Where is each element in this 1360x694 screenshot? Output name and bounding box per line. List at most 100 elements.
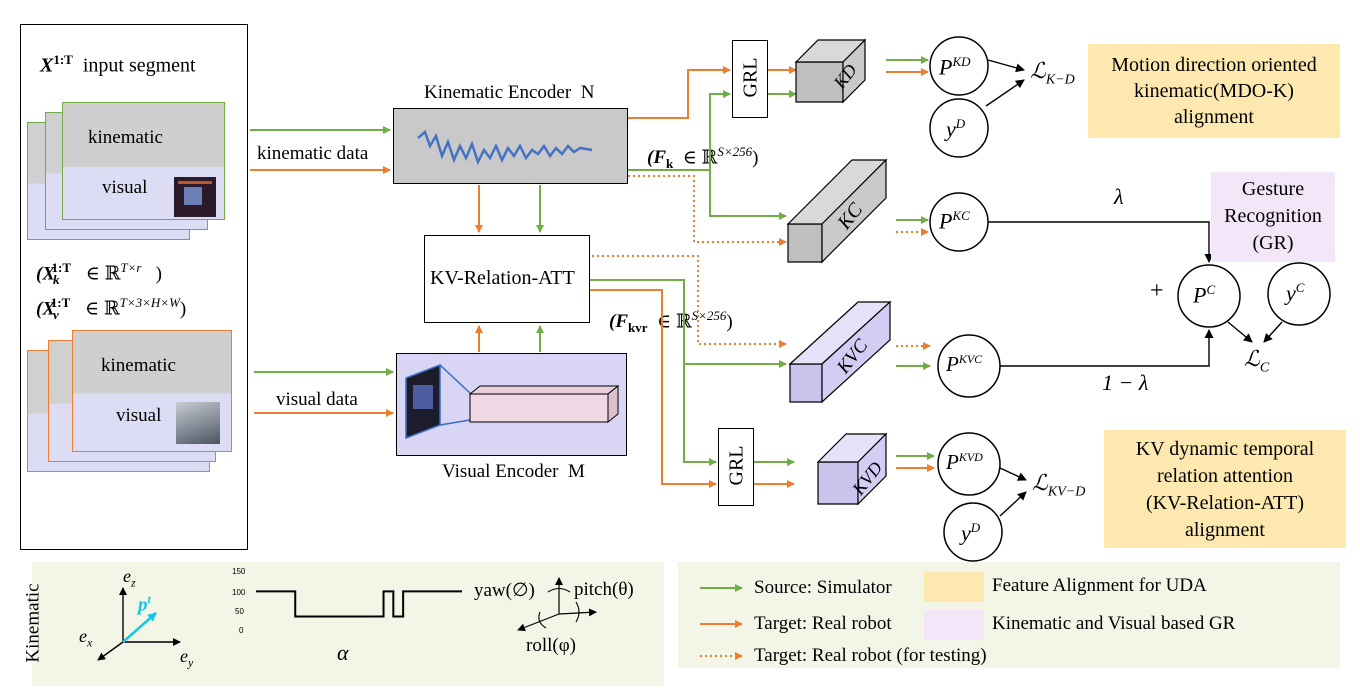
label-pt: pt bbox=[138, 592, 151, 616]
legend-feature-alignment: Feature Alignment for UDA bbox=[992, 575, 1207, 596]
kd-block bbox=[794, 38, 867, 104]
arrow-p-kvc-to-p-c bbox=[1000, 329, 1214, 367]
tick-label-150: 150 bbox=[232, 567, 246, 576]
alpha-plot bbox=[256, 590, 462, 618]
alpha-signal-line bbox=[256, 590, 462, 618]
grl-bottom bbox=[718, 428, 754, 506]
label-ez: ez bbox=[123, 566, 136, 590]
arrow-p-c-to-loss bbox=[1227, 321, 1253, 343]
kinematic-waveform bbox=[417, 129, 593, 166]
yaw-rotation-arc bbox=[547, 587, 571, 593]
node-y-d-top-label: yD bbox=[946, 116, 966, 142]
node-p-kd-label: PKD bbox=[939, 54, 971, 80]
green-path-to-grl-bottom bbox=[683, 364, 717, 466]
node-y-c-label: yC bbox=[1286, 280, 1305, 306]
kinematic-encoder-title: Kinematic Encoder N bbox=[424, 82, 595, 103]
legend-target-testing: Target: Real robot (for testing) bbox=[754, 645, 987, 666]
arrow-y-d-bottom-to-loss bbox=[999, 491, 1027, 517]
label-yaw: yaw(∅) bbox=[474, 580, 535, 601]
node-p-kvd bbox=[937, 432, 1001, 496]
input-segment-panel bbox=[20, 24, 248, 550]
loss-kv-d: ℒKV−D bbox=[1032, 470, 1086, 500]
legend-pink-swatch bbox=[924, 610, 984, 640]
label-ey: ey bbox=[180, 646, 194, 670]
kinematic-data-label: kinematic data bbox=[257, 143, 369, 164]
node-y-d-bottom bbox=[943, 502, 1003, 562]
mdo-k-panel bbox=[1088, 44, 1340, 138]
legend-panel bbox=[678, 562, 1340, 668]
kvd-block bbox=[816, 432, 888, 506]
xv-formula: (Xv1:T ∈ ℝT×3×H×W) bbox=[36, 295, 187, 323]
orange-dotted-path-to-kvc bbox=[592, 255, 787, 348]
plus-sign: + bbox=[1150, 278, 1164, 304]
visual-encoder-interior bbox=[405, 363, 620, 440]
mdo-k-line1: Motion direction oriented bbox=[1111, 54, 1317, 76]
arrow-p-kd-to-loss bbox=[987, 59, 1025, 73]
node-p-c bbox=[1177, 264, 1241, 328]
fkvr-formula: (Fkvr ∈ ℝS×256) bbox=[609, 308, 733, 336]
green-card-visual-label: visual bbox=[102, 177, 148, 198]
vector-pt bbox=[122, 612, 157, 643]
visual-encoder-title: Visual Encoder M bbox=[442, 461, 585, 482]
tick-label-0: 0 bbox=[239, 626, 244, 635]
one-minus-lambda-label: 1 − λ bbox=[1102, 370, 1149, 395]
pitch-rotation-arc bbox=[575, 601, 580, 623]
fk-formula: (Fk ∈ ℝS×256) bbox=[647, 144, 759, 172]
mdo-k-line2: kinematic(MDO-K) bbox=[1134, 80, 1294, 102]
arrow-y-d-to-loss bbox=[985, 79, 1025, 107]
real-robot-thumbnail bbox=[176, 402, 220, 444]
green-path-to-kc bbox=[709, 170, 787, 220]
tick-label-100: 100 bbox=[232, 588, 246, 597]
kc-block bbox=[786, 158, 888, 264]
node-p-kvc-label: PKVC bbox=[946, 352, 983, 376]
kv-line4: alignment bbox=[1185, 519, 1265, 541]
label-alpha: α bbox=[337, 640, 349, 665]
node-y-c bbox=[1267, 262, 1331, 326]
lambda-label: λ bbox=[1114, 184, 1124, 209]
visual-data-label: visual data bbox=[276, 389, 358, 410]
label-pitch: pitch(θ) bbox=[574, 579, 634, 600]
rot-axis-diagonal bbox=[517, 613, 560, 632]
xk-formula: (Xk1:T ∈ ℝT×r ) bbox=[36, 260, 162, 288]
legend-source: Source: Simulator bbox=[754, 577, 892, 598]
tick-label-50: 50 bbox=[235, 607, 244, 616]
orange-card-kinematic-label: kinematic bbox=[101, 355, 176, 376]
orange-card-visual-label: visual bbox=[116, 405, 162, 426]
kv-relation-panel bbox=[1104, 430, 1346, 548]
green-card-kinematic-label: kinematic bbox=[88, 127, 163, 148]
green-path-to-kvc bbox=[590, 279, 787, 368]
axis-ex bbox=[97, 641, 124, 661]
loss-c: ℒC bbox=[1244, 346, 1270, 376]
arrow-y-c-to-loss bbox=[1263, 321, 1283, 343]
roll-rotation-arc bbox=[538, 611, 547, 629]
mdo-k-line3: alignment bbox=[1174, 106, 1254, 128]
kvc-block bbox=[788, 300, 892, 404]
green-path-to-grl-top bbox=[628, 90, 731, 171]
node-p-kc-label: PKC bbox=[939, 208, 970, 234]
legend-yellow-swatch bbox=[924, 572, 984, 602]
gr-panel bbox=[1211, 172, 1335, 262]
kv-line1: KV dynamic temporal bbox=[1135, 438, 1315, 460]
node-y-d-top bbox=[929, 98, 989, 158]
kv-line3: (KV-Relation-ATT) bbox=[1145, 492, 1305, 514]
orange-path-to-grl-top bbox=[628, 66, 731, 119]
node-p-kd bbox=[929, 36, 989, 96]
arrow-p-kvd-to-loss bbox=[999, 467, 1027, 481]
kv-relation-att-label: KV-Relation-ATT bbox=[430, 267, 575, 289]
label-ex: ex bbox=[79, 626, 93, 650]
loss-k-d: ℒK−D bbox=[1030, 58, 1075, 88]
simulator-thumbnail bbox=[174, 177, 216, 217]
rot-axis-horizontal bbox=[558, 608, 597, 617]
kv-line2: relation attention bbox=[1156, 465, 1294, 487]
gr-line1: Gesture bbox=[1241, 178, 1305, 200]
gr-line3: (GR) bbox=[1252, 232, 1294, 254]
kinematic-encoder bbox=[393, 108, 628, 184]
kv-relation-att-block bbox=[424, 235, 590, 323]
node-p-c-label: PC bbox=[1193, 282, 1216, 308]
arrow-p-kc-to-p-c bbox=[988, 221, 1214, 263]
legend-target: Target: Real robot bbox=[754, 613, 892, 634]
